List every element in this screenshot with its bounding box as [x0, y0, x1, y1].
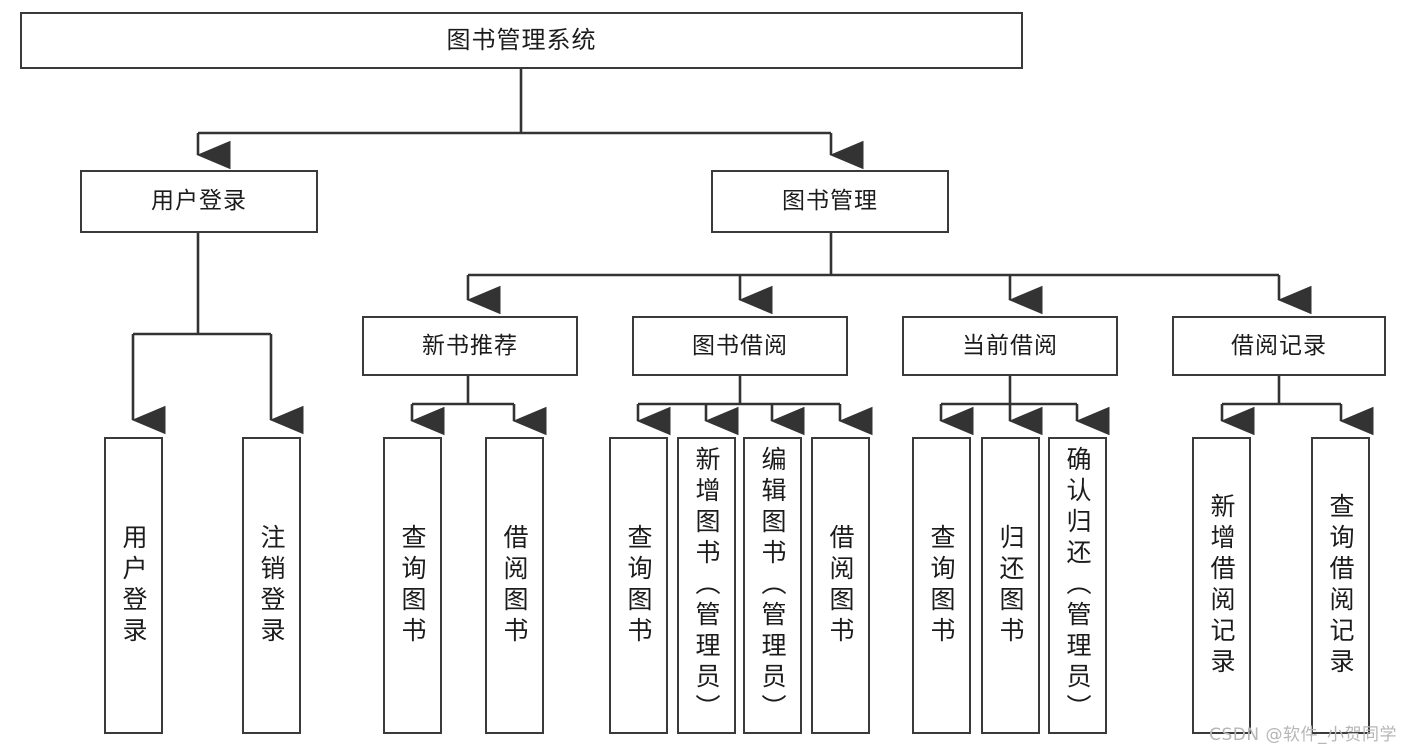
leaf-logout[interactable]: 注销登录 — [242, 437, 301, 734]
csdn-watermark: CSDN @软件_小贺同学 — [1209, 725, 1397, 745]
node-user-login[interactable]: 用户登录 — [80, 170, 318, 233]
leaf-add-book-admin[interactable]: 新增图书（管理员） — [677, 437, 736, 734]
leaf-return-book[interactable]: 归还图书 — [981, 437, 1040, 734]
node-label: 注销登录 — [257, 523, 286, 648]
node-label: 编辑图书（管理员） — [758, 446, 787, 725]
leaf-query-book-recommend[interactable]: 查询图书 — [383, 437, 442, 734]
node-label: 新书推荐 — [422, 332, 518, 359]
leaf-query-borrow-record[interactable]: 查询借阅记录 — [1311, 437, 1370, 734]
node-book-management[interactable]: 图书管理 — [711, 170, 949, 233]
node-label: 查询图书 — [398, 523, 427, 648]
node-label: 查询图书 — [624, 523, 653, 648]
node-label: 新增借阅记录 — [1207, 492, 1236, 679]
node-root-system[interactable]: 图书管理系统 — [20, 12, 1023, 69]
node-label: 借阅记录 — [1231, 332, 1327, 359]
leaf-edit-book-admin[interactable]: 编辑图书（管理员） — [743, 437, 802, 734]
leaf-query-book-current[interactable]: 查询图书 — [912, 437, 971, 734]
node-label: 图书借阅 — [692, 332, 788, 359]
leaf-borrow-book-recommend[interactable]: 借阅图书 — [485, 437, 544, 734]
node-label: 用户登录 — [151, 188, 247, 215]
node-label: 查询图书 — [927, 523, 956, 648]
node-new-book-recommend[interactable]: 新书推荐 — [362, 316, 578, 376]
node-book-borrow[interactable]: 图书借阅 — [632, 316, 848, 376]
node-label: 确认归还（管理员） — [1063, 446, 1092, 725]
node-current-borrow[interactable]: 当前借阅 — [902, 316, 1118, 376]
node-label: 图书管理系统 — [446, 25, 597, 54]
node-label: 归还图书 — [996, 523, 1025, 648]
node-label: 借阅图书 — [500, 523, 529, 648]
node-label: 新增图书（管理员） — [692, 446, 721, 725]
node-label: 借阅图书 — [826, 523, 855, 648]
node-label: 当前借阅 — [962, 332, 1058, 359]
leaf-confirm-return-admin[interactable]: 确认归还（管理员） — [1048, 437, 1107, 734]
node-label: 查询借阅记录 — [1326, 492, 1355, 679]
node-borrow-record[interactable]: 借阅记录 — [1172, 316, 1386, 376]
leaf-user-login[interactable]: 用户登录 — [104, 437, 163, 734]
leaf-query-book-borrow[interactable]: 查询图书 — [609, 437, 668, 734]
node-label: 用户登录 — [119, 523, 148, 648]
leaf-add-borrow-record[interactable]: 新增借阅记录 — [1192, 437, 1251, 734]
node-label: 图书管理 — [782, 188, 878, 215]
leaf-borrow-book[interactable]: 借阅图书 — [811, 437, 870, 734]
